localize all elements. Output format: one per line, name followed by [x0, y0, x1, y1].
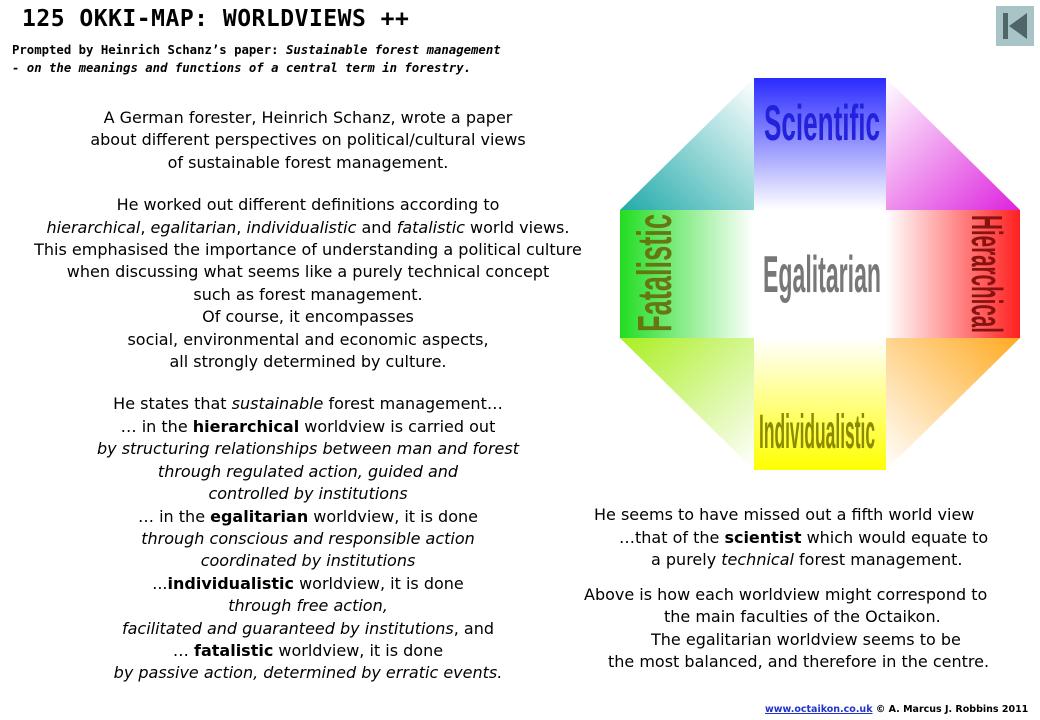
statement-line: ...individualistic worldview, it is done [152, 573, 464, 593]
bottom-cell [754, 338, 886, 470]
top-cell [754, 78, 886, 210]
label-scientific: Scientific [764, 95, 880, 151]
definitions-line: social, environmental and economic aspec… [127, 329, 489, 349]
left-cell [620, 210, 754, 338]
page-title: 125 OKKI-MAP: WORLDVIEWS ++ [22, 6, 410, 32]
definitions-line: all strongly determined by culture. [169, 352, 447, 372]
bottom-left-corner [620, 338, 754, 470]
skip-back-icon [1003, 13, 1027, 39]
page-subtitle: Prompted by Heinrich Schanz’s paper: Sus… [12, 41, 501, 77]
statement-line: … in the egalitarian worldview, it is do… [138, 506, 478, 526]
main-text: A German forester, Heinrich Schanz, wrot… [6, 107, 610, 685]
statement-line: by passive action, determined by erratic… [113, 663, 503, 683]
label-egalitarian: Egalitarian [763, 246, 881, 304]
copyright: © A. Marcus J. Robbins 2011 [872, 704, 1029, 715]
note-line: He seems to have missed out a fifth worl… [594, 505, 975, 524]
side-note: He seems to have missed out a fifth worl… [578, 504, 1038, 674]
right-cell [886, 210, 1020, 338]
statement-line: … in the hierarchical worldview is carri… [120, 416, 496, 436]
statement-line: … fatalistic worldview, it is done [172, 640, 444, 660]
label-fatalistic: Fatalistic [629, 214, 682, 332]
center-cell [754, 210, 886, 338]
statement-line: through conscious and responsible action [141, 528, 475, 548]
subtitle-prefix: Prompted by Heinrich Schanz’s paper: [12, 43, 286, 57]
intro-line: about different perspectives on politica… [90, 130, 526, 150]
note-line: a purely technical forest management. [651, 550, 963, 569]
top-left-corner [620, 78, 754, 210]
definitions-line: He worked out different definitions acco… [116, 195, 500, 215]
statement-line: coordinated by institutions [200, 551, 416, 571]
definitions-line: such as forest management. [193, 284, 423, 304]
statement-line: controlled by institutions [208, 484, 408, 504]
definitions-line: This emphasised the importance of unders… [34, 240, 582, 260]
back-button[interactable] [996, 6, 1034, 46]
statement-line: He states that sustainable forest manage… [113, 394, 503, 414]
note-line: the most balanced, and therefore in the … [608, 652, 990, 671]
worldviews-list: hierarchical, egalitarian, individualist… [46, 217, 570, 237]
statement-line: through free action, [228, 596, 388, 616]
definitions-line: when discussing what seems like a purely… [66, 262, 550, 282]
paper-title-continued: - on the meanings and functions of a cen… [12, 61, 472, 75]
note-line: The egalitarian worldview seems to be [651, 629, 961, 649]
note-line: Above is how each worldview might corres… [584, 584, 988, 604]
website-link[interactable]: www.octaikon.co.uk [765, 704, 873, 715]
intro-line: A German forester, Heinrich Schanz, wrot… [103, 108, 513, 127]
top-right-corner [886, 78, 1020, 210]
paper-title: Sustainable forest management [285, 43, 501, 57]
definitions-line: Of course, it encompasses [202, 307, 414, 327]
note-line: …that of the scientist which would equat… [619, 527, 989, 547]
footer: www.octaikon.co.uk © A. Marcus J. Robbin… [765, 704, 1028, 715]
intro-line: of sustainable forest management. [167, 152, 449, 172]
statement-line: facilitated and guaranteed by institutio… [121, 618, 495, 638]
octaikon-diagram: Scientific Egalitarian Individualistic F… [620, 78, 1020, 470]
statement-line: by structuring relationships between man… [96, 439, 519, 459]
bottom-right-corner [886, 338, 1020, 470]
note-line: the main faculties of the Octaikon. [664, 607, 941, 626]
label-hierarchical: Hierarchical [962, 215, 1011, 333]
label-individualistic: Individualistic [759, 406, 875, 459]
statement-line: through regulated action, guided and [157, 461, 459, 481]
